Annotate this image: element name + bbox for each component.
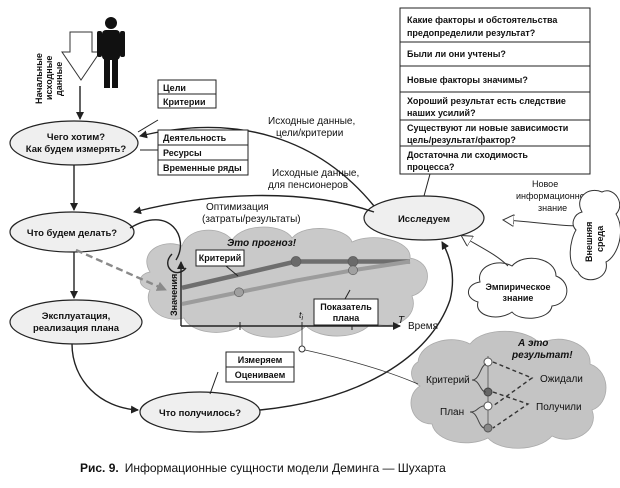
optim-line-0: Оптимизация (206, 202, 269, 213)
flow-arrows (70, 86, 454, 414)
question-4-line-1: цель/результат/фактор? (407, 135, 516, 145)
chart-ti-sub: i (302, 315, 304, 322)
measure-item-0: Измеряем (238, 355, 283, 365)
criterion-label: Критерий (199, 253, 242, 263)
question-4-line-0: Существуют ли новые зависимости (407, 123, 568, 133)
got-plan-dot (483, 423, 493, 433)
question-0-line-0: Какие факторы и обстоятельства (407, 15, 558, 25)
activity-item-1: Ресурсы (163, 148, 202, 158)
measure-item-1: Оцениваем (235, 370, 286, 380)
result-title-1: А это (517, 338, 548, 349)
plan-box (313, 298, 379, 326)
activity-box: Деятельность Ресурсы Временные ряды (157, 129, 249, 176)
exploit-line-1: Эксплуатация, (42, 311, 111, 322)
forecast-chart: Значения T Время ti (169, 256, 438, 385)
questions-box: Какие факторы и обстоятельства предопред… (399, 7, 591, 175)
new-info-arrow (504, 220, 579, 226)
chart-title: Это прогноз! (227, 238, 297, 249)
result-expected-label: Ожидали (540, 374, 583, 385)
question-0-line-1: предопределили результат? (407, 28, 535, 38)
result-title-2: результат! (511, 350, 573, 361)
source2-line-1: для пенсионеров (268, 180, 348, 191)
series-line-1 (181, 259, 411, 306)
empirical-line-0: Эмпирическое (485, 282, 550, 292)
empirical-arrow (462, 236, 509, 267)
figure-caption: Рис. 9. Информационные сущности модели Де… (80, 461, 446, 475)
empirical-line-1: знание (503, 293, 534, 303)
goals-box: Цели Критерии (157, 79, 217, 109)
want-line-2: Как будем измерять? (26, 144, 127, 155)
want-line-1: Чего хотим? (47, 132, 105, 143)
plan-label-1: Показатель (320, 302, 372, 312)
caption-text: Информационные сущности модели Деминга —… (125, 461, 446, 475)
activity-item-0: Деятельность (163, 133, 227, 143)
external-environment-cloud (569, 190, 620, 281)
got-label: Что получилось? (159, 408, 241, 419)
ellipse-exploit (9, 299, 143, 345)
result-plan-label: План (440, 407, 464, 418)
question-3-line-1: наших усилий? (407, 108, 476, 118)
external-line-1: среда (595, 225, 605, 252)
series-1-point-3 (348, 265, 358, 276)
ellipse-do (9, 211, 135, 253)
got-criterion-dot (483, 387, 493, 397)
ellipse-got (139, 391, 261, 433)
forecast-dashed-arrow (75, 248, 167, 292)
initial-data-line-2: исходные (44, 56, 54, 100)
empirical-cloud (468, 257, 568, 319)
chart-ti-label: ti (299, 310, 304, 322)
chart-t-label: T (398, 315, 405, 326)
result-got-label: Получили (536, 402, 582, 413)
ellipse-want (9, 120, 139, 166)
plan-label-2: плана (333, 313, 361, 323)
series-0-point-2 (290, 256, 302, 267)
new-info-line-2: знание (538, 203, 567, 213)
criterion-box (195, 249, 245, 267)
chart-ylabel: Значения (169, 274, 179, 316)
question-1: Были ли они учтены? (407, 49, 506, 59)
question-2: Новые факторы значимы? (407, 75, 528, 85)
activity-item-2: Временные ряды (163, 163, 242, 173)
initial-data-line-1: Начальные (34, 53, 44, 104)
question-5-line-0: Достаточна ли сходимость (407, 150, 528, 160)
source1-line-1: цели/критерии (276, 128, 343, 139)
person-icon (97, 17, 125, 88)
chart-series (181, 256, 411, 306)
do-label: Что будем делать? (27, 228, 117, 239)
caption-prefix: Рис. 9. (80, 461, 119, 475)
exploit-line-2: реализация плана (33, 323, 120, 334)
initial-data: Начальные исходные данные (34, 53, 64, 104)
goals-item-0: Цели (163, 83, 186, 93)
research-label: Исследуем (398, 214, 450, 225)
source2-line-0: Исходные данные, (272, 168, 359, 179)
question-5-line-1: процесса? (407, 162, 454, 172)
goals-item-1: Критерии (163, 97, 206, 107)
optim-line-1: (затраты/результаты) (202, 214, 301, 225)
chart-xlabel: Время (408, 321, 438, 332)
series-1-point-1 (234, 287, 244, 298)
result-cloud: А это результат! Критерий План Ожидали П… (410, 330, 607, 449)
external-line-0: Внешняя (584, 222, 594, 262)
question-3-line-0: Хороший результат есть следствие (407, 96, 566, 106)
expected-plan-dot (483, 401, 493, 411)
series-0-point-3 (347, 256, 359, 267)
chart-ti-main: t (299, 310, 302, 320)
new-info-line-0: Новое (532, 179, 558, 189)
initial-data-line-3: данные (54, 62, 64, 96)
result-criterion-label: Критерий (426, 375, 470, 386)
input-arrow (61, 31, 101, 81)
measure-box: Измеряем Оцениваем (225, 351, 295, 383)
new-info-line-1: информационное (516, 191, 590, 201)
source1-line-0: Исходные данные, (268, 116, 355, 127)
